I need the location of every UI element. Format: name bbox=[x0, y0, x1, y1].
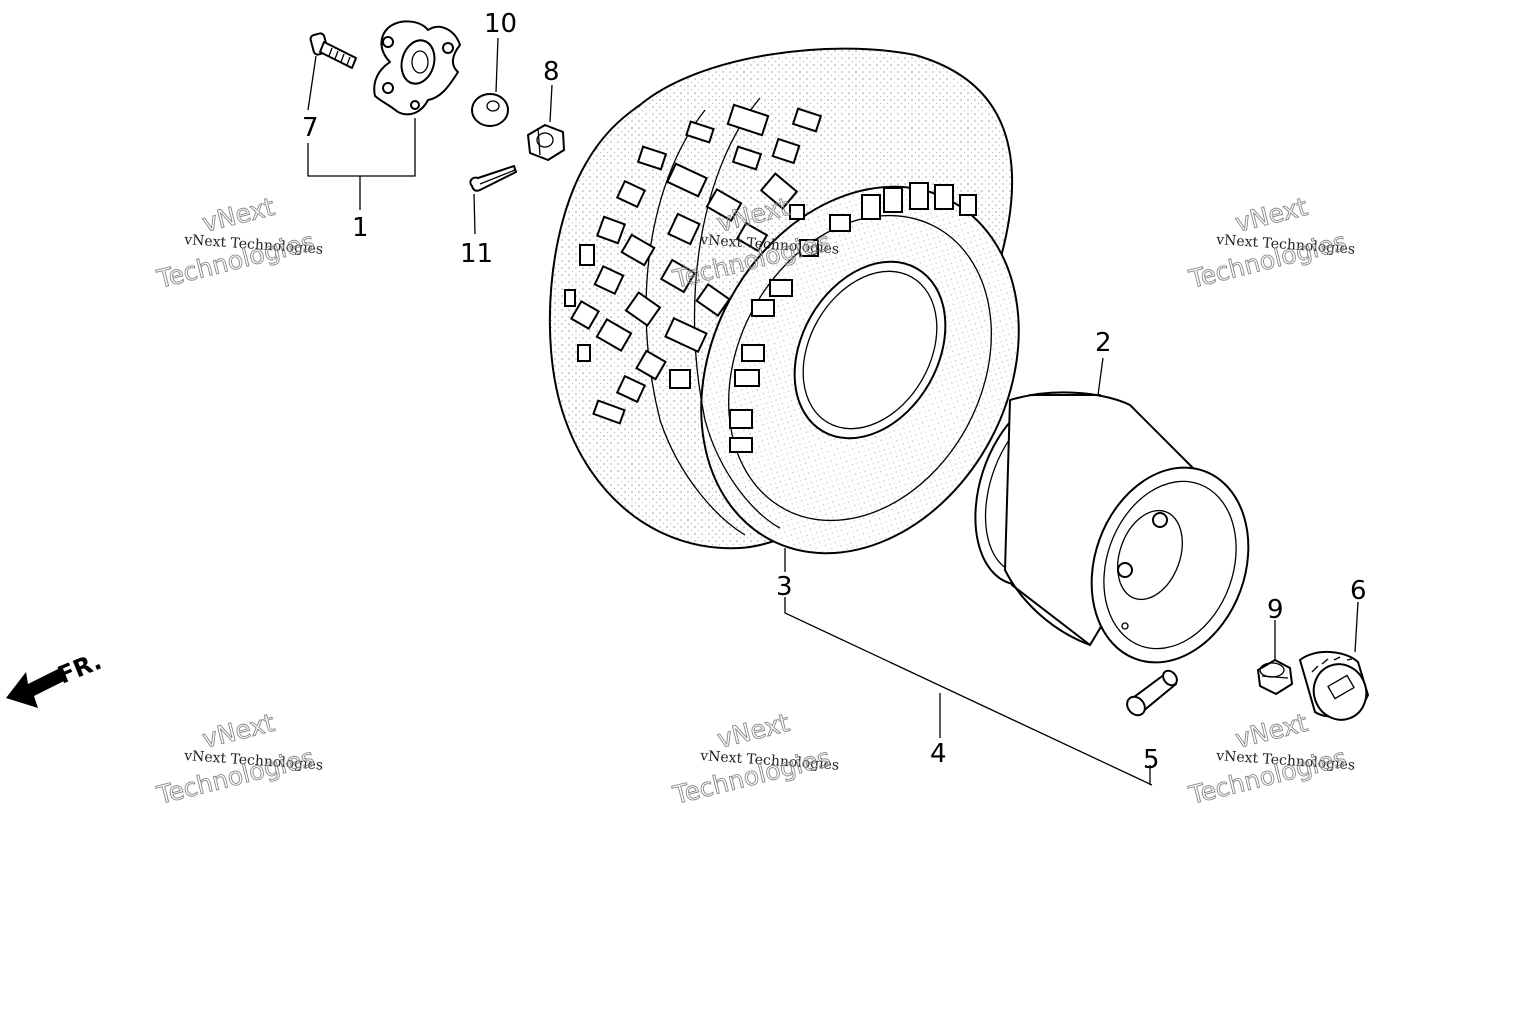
front-direction-arrow: FR. bbox=[6, 647, 105, 708]
direction-label: FR. bbox=[54, 647, 106, 690]
svg-text:vNext: vNext bbox=[714, 708, 792, 754]
svg-text:vNext: vNext bbox=[199, 708, 277, 754]
watermark-4: vNext vNext Technologies Technologies bbox=[153, 708, 324, 811]
tread-blocks bbox=[564, 103, 977, 453]
svg-text:vNext: vNext bbox=[199, 192, 277, 238]
rim bbox=[974, 391, 1250, 664]
callout-9: 9 bbox=[1267, 595, 1284, 625]
watermark-3: vNext vNext Technologies Technologies bbox=[1185, 192, 1356, 295]
callout-10: 10 bbox=[484, 9, 517, 39]
callout-11: 11 bbox=[460, 239, 493, 269]
callout-5: 5 bbox=[1143, 745, 1160, 775]
wheel-hub bbox=[373, 20, 461, 116]
watermark-1: vNext vNext Technologies Technologies bbox=[153, 192, 324, 295]
callout-8: 8 bbox=[543, 57, 560, 87]
tire bbox=[548, 47, 1020, 555]
hub-cap bbox=[1299, 650, 1369, 721]
watermark-6: vNext vNext Technologies Technologies bbox=[1185, 708, 1356, 811]
cotter-pin bbox=[469, 165, 517, 192]
hub-nut bbox=[1257, 659, 1293, 695]
castle-nut bbox=[527, 124, 565, 161]
callout-1: 1 bbox=[352, 213, 369, 243]
svg-text:vNext: vNext bbox=[1232, 708, 1310, 754]
callout-2: 2 bbox=[1095, 328, 1112, 358]
valve-stem bbox=[1126, 669, 1178, 717]
svg-text:vNext: vNext bbox=[1232, 192, 1310, 238]
leader-lines bbox=[307, 37, 1359, 786]
callout-3: 3 bbox=[776, 572, 793, 602]
callout-numbers: 1 2 3 4 5 6 7 8 9 10 11 bbox=[302, 9, 1367, 775]
watermark-5: vNext vNext Technologies Technologies bbox=[669, 708, 840, 811]
bolt bbox=[309, 32, 357, 69]
callout-4: 4 bbox=[930, 739, 947, 769]
callout-7: 7 bbox=[302, 113, 319, 143]
washer bbox=[471, 93, 509, 127]
callout-6: 6 bbox=[1350, 576, 1367, 606]
